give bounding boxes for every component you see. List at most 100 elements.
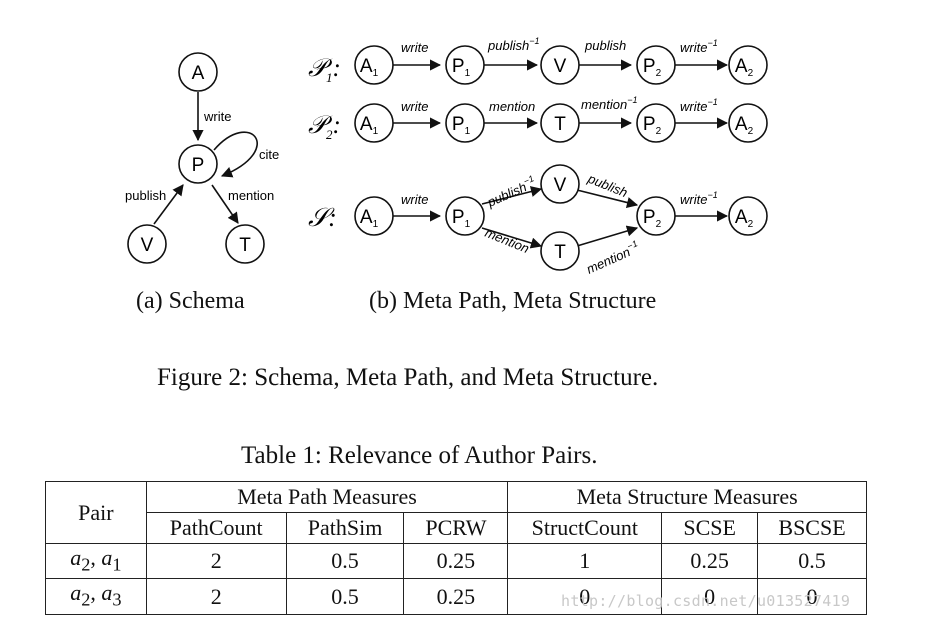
s-edge-publish (576, 189, 639, 208)
p1-node-p2: P2 (636, 45, 676, 85)
metapath-p1-symbol: 𝒫1: (308, 55, 341, 85)
schema-node-t: T (225, 224, 265, 264)
metapath-p2: 𝒫2: write mention mention−1 write−1 A1 P… (308, 95, 768, 143)
s-node-a2: A2 (728, 196, 768, 236)
p1-edge-label-2: publish−1 (487, 36, 539, 53)
header-pathsim: PathSim (285, 512, 405, 544)
cell-pair: a2, a3 (45, 578, 147, 615)
header-pair: Pair (45, 481, 147, 544)
s-node-p2: P2 (636, 196, 676, 236)
schema-edge-label-mention: mention (228, 188, 274, 203)
header-structcount: StructCount (507, 512, 663, 544)
p2-node-t: T (540, 103, 580, 143)
table-row: a2, a3 2 0.5 0.25 0 0 0 (45, 578, 867, 615)
svg-text:V: V (554, 175, 567, 196)
p1-edge-label-3: publish (584, 38, 626, 53)
svg-text:A2: A2 (735, 207, 754, 230)
svg-text:A2: A2 (735, 56, 754, 79)
s-edge-label-mention-inv: mention−1 (583, 238, 642, 277)
svg-text:P2: P2 (643, 207, 662, 230)
cell-pathcount: 2 (145, 578, 287, 615)
schema-node-p-label: P (192, 155, 205, 176)
s-edge-label-write-inv: write−1 (680, 190, 718, 207)
p2-node-p1: P1 (445, 103, 485, 143)
svg-text:A1: A1 (360, 114, 379, 137)
watermark-url: http://blog.csdn.net/u013527419 (561, 592, 851, 610)
p1-node-a2: A2 (728, 45, 768, 85)
p1-node-p1: P1 (445, 45, 485, 85)
figure-caption: Figure 2: Schema, Meta Path, and Meta St… (157, 364, 659, 391)
svg-text:P1: P1 (452, 207, 471, 230)
metapath-p1: 𝒫1: write publish−1 publish write−1 A1 P… (308, 36, 768, 85)
header-scse: SCSE (661, 512, 759, 544)
schema-node-a: A (178, 52, 218, 92)
table-caption: Table 1: Relevance of Author Pairs. (241, 442, 598, 469)
s-node-v: V (540, 164, 580, 204)
p2-edge-label-2: mention (489, 99, 535, 114)
cell-pair: a2, a1 (45, 542, 147, 580)
p1-edge-label-4: write−1 (680, 38, 718, 55)
table-group-header-row: Pair Meta Path Measures Meta Structure M… (45, 481, 867, 544)
p1-node-v: V (540, 45, 580, 85)
s-node-p1: P1 (445, 196, 485, 236)
cell-scse: 0.25 (661, 542, 759, 580)
schema-edge-label-cite: cite (259, 147, 279, 162)
metastructure-s-symbol: 𝒮: (308, 203, 337, 232)
p2-node-p2: P2 (636, 103, 676, 143)
cell-scse: 0 (661, 578, 759, 615)
cell-pathsim: 0.5 (285, 542, 405, 580)
svg-text:A1: A1 (360, 207, 379, 230)
s-edge-label-publish: publish (585, 170, 630, 200)
cell-pathsim: 0.5 (285, 578, 405, 615)
cell-structcount: 0 (507, 578, 663, 615)
metastructure-s: 𝒮: write publish−1 mention publish menti… (308, 164, 768, 277)
svg-text:P1: P1 (452, 56, 471, 79)
subcaption-schema: (a) Schema (136, 288, 245, 314)
p2-node-a1: A1 (354, 103, 394, 143)
p2-edge-label-3: mention−1 (581, 95, 638, 112)
p2-edge-label-4: write−1 (680, 97, 718, 114)
p1-edge-label-1: write (401, 40, 428, 55)
svg-text:T: T (554, 242, 566, 263)
table-sub-header-row: PathCount PathSim PCRW StructCount SCSE … (46, 512, 867, 544)
subcaption-metapath: (b) Meta Path, Meta Structure (369, 288, 657, 314)
s-edge-label-mention: mention (483, 225, 532, 256)
schema-edge-mention (211, 184, 239, 224)
p2-node-a2: A2 (728, 103, 768, 143)
svg-text:A2: A2 (735, 114, 754, 137)
s-edge-label-write: write (401, 192, 428, 207)
figure-2: write cite publish mention A P V T (125, 36, 768, 277)
relevance-table: Pair Meta Path Measures Meta Structure M… (45, 481, 867, 615)
cell-bscse: 0 (757, 578, 867, 615)
table-row: a2, a1 2 0.5 0.25 1 0.25 0.5 (45, 542, 867, 580)
schema-edge-label-write: write (203, 109, 231, 124)
cell-bscse: 0.5 (757, 542, 867, 580)
cell-pcrw: 0.25 (403, 578, 509, 615)
schema-node-v: V (127, 224, 167, 264)
header-meta-path-measures: Meta Path Measures (145, 481, 509, 513)
s-edge-publish-inv (481, 186, 543, 205)
s-edge-mention-inv (576, 225, 639, 247)
svg-text:V: V (554, 56, 567, 77)
s-node-t: T (540, 231, 580, 271)
s-node-a1: A1 (354, 196, 394, 236)
svg-text:A1: A1 (360, 56, 379, 79)
header-pcrw: PCRW (403, 512, 509, 544)
s-edge-mention (481, 227, 543, 249)
schema-node-p: P (178, 144, 218, 184)
metapath-p2-symbol: 𝒫2: (308, 112, 341, 142)
schema-diagram: write cite publish mention A P V T (125, 52, 279, 264)
header-bscse: BSCSE (757, 512, 867, 544)
p2-edge-label-1: write (401, 99, 428, 114)
schema-node-t-label: T (239, 235, 251, 256)
schema-edge-publish (153, 184, 184, 225)
schema-node-a-label: A (192, 63, 205, 84)
schema-edge-label-publish: publish (125, 188, 166, 203)
svg-text:T: T (554, 114, 566, 135)
header-meta-structure-measures: Meta Structure Measures (507, 481, 867, 513)
svg-text:P2: P2 (643, 56, 662, 79)
schema-edge-cite (213, 131, 258, 178)
schema-node-v-label: V (141, 235, 154, 256)
cell-pcrw: 0.25 (403, 542, 509, 580)
